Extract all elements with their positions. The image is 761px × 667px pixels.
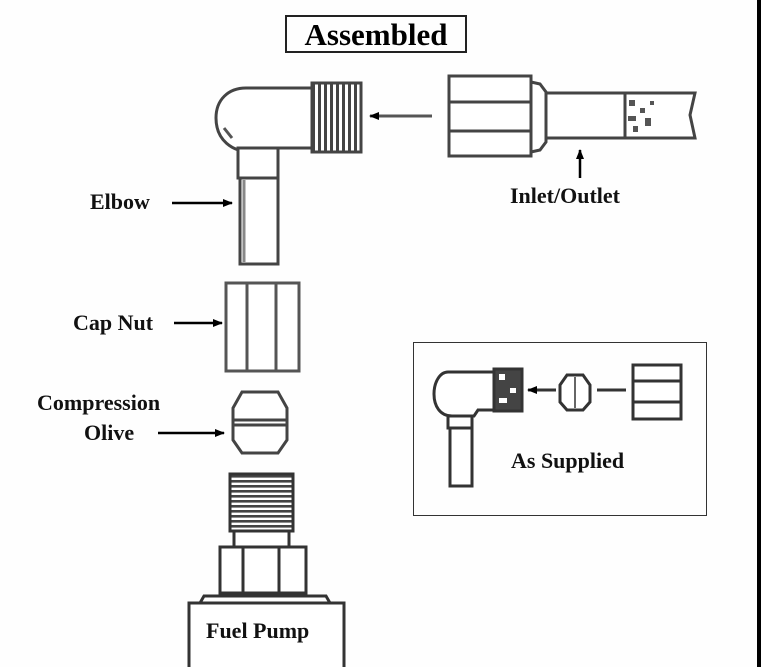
inlet-outlet-label: Inlet/Outlet [510,183,620,208]
pump-hex [218,545,308,595]
page-border-right [757,0,761,667]
elbow-thread [310,81,363,154]
as-supplied-inset [413,342,707,516]
fuel-pump-label: Fuel Pump [206,618,310,643]
pipe-nut [447,74,533,158]
elbow-body [214,86,314,154]
elbow-fitting [214,81,363,266]
compression-olive [231,390,289,455]
pump-thread [228,472,295,533]
elbow-stem [238,176,280,266]
pipe-flare [529,80,548,154]
inlet-outlet-pipe [447,74,697,158]
title-box: Assembled [285,15,467,53]
inset-olive [558,373,592,412]
cap-nut [224,281,301,373]
pipe-tube [544,91,697,140]
as-supplied-caption: As Supplied [511,448,625,473]
pump-neck [232,529,291,549]
compression-label: Compression [37,390,161,415]
elbow-label: Elbow [90,189,150,214]
diagram-title: Assembled [304,16,448,52]
inset-elbow [432,367,524,488]
inset-cap-nut [631,363,683,421]
pump-body [187,601,346,667]
olive-label: Olive [84,420,135,445]
elbow-collar [236,146,280,180]
cap-nut-label: Cap Nut [73,310,154,335]
fuel-pump [187,472,346,667]
